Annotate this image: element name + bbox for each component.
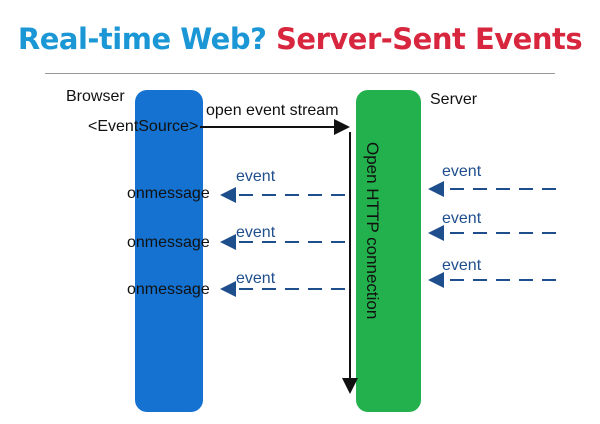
onmessage-handler-2: onmessage	[127, 234, 210, 251]
connection-label: Open HTTP connection	[363, 142, 382, 320]
title-divider	[45, 73, 555, 74]
browser-event-label-1: event	[236, 168, 276, 185]
title-part-realtime: Real-time Web?	[17, 22, 267, 56]
event-source-label: <EventSource>	[88, 118, 199, 135]
server-label: Server	[430, 91, 478, 108]
open-stream-label: open event stream	[206, 102, 339, 119]
browser-pillar	[135, 90, 203, 412]
incoming-event-label-2: event	[442, 210, 482, 227]
title-part-sse: Server-Sent Events	[276, 22, 583, 56]
server-pillar	[356, 90, 421, 412]
page-title: Real-time Web? Server-Sent Events	[0, 22, 600, 56]
onmessage-handler-1: onmessage	[127, 185, 210, 202]
onmessage-handler-3: onmessage	[127, 281, 210, 298]
browser-event-label-2: event	[236, 224, 276, 241]
incoming-event-label-1: event	[442, 163, 482, 180]
incoming-event-label-3: event	[442, 257, 482, 274]
browser-label: Browser	[66, 88, 125, 105]
browser-event-label-3: event	[236, 270, 276, 287]
